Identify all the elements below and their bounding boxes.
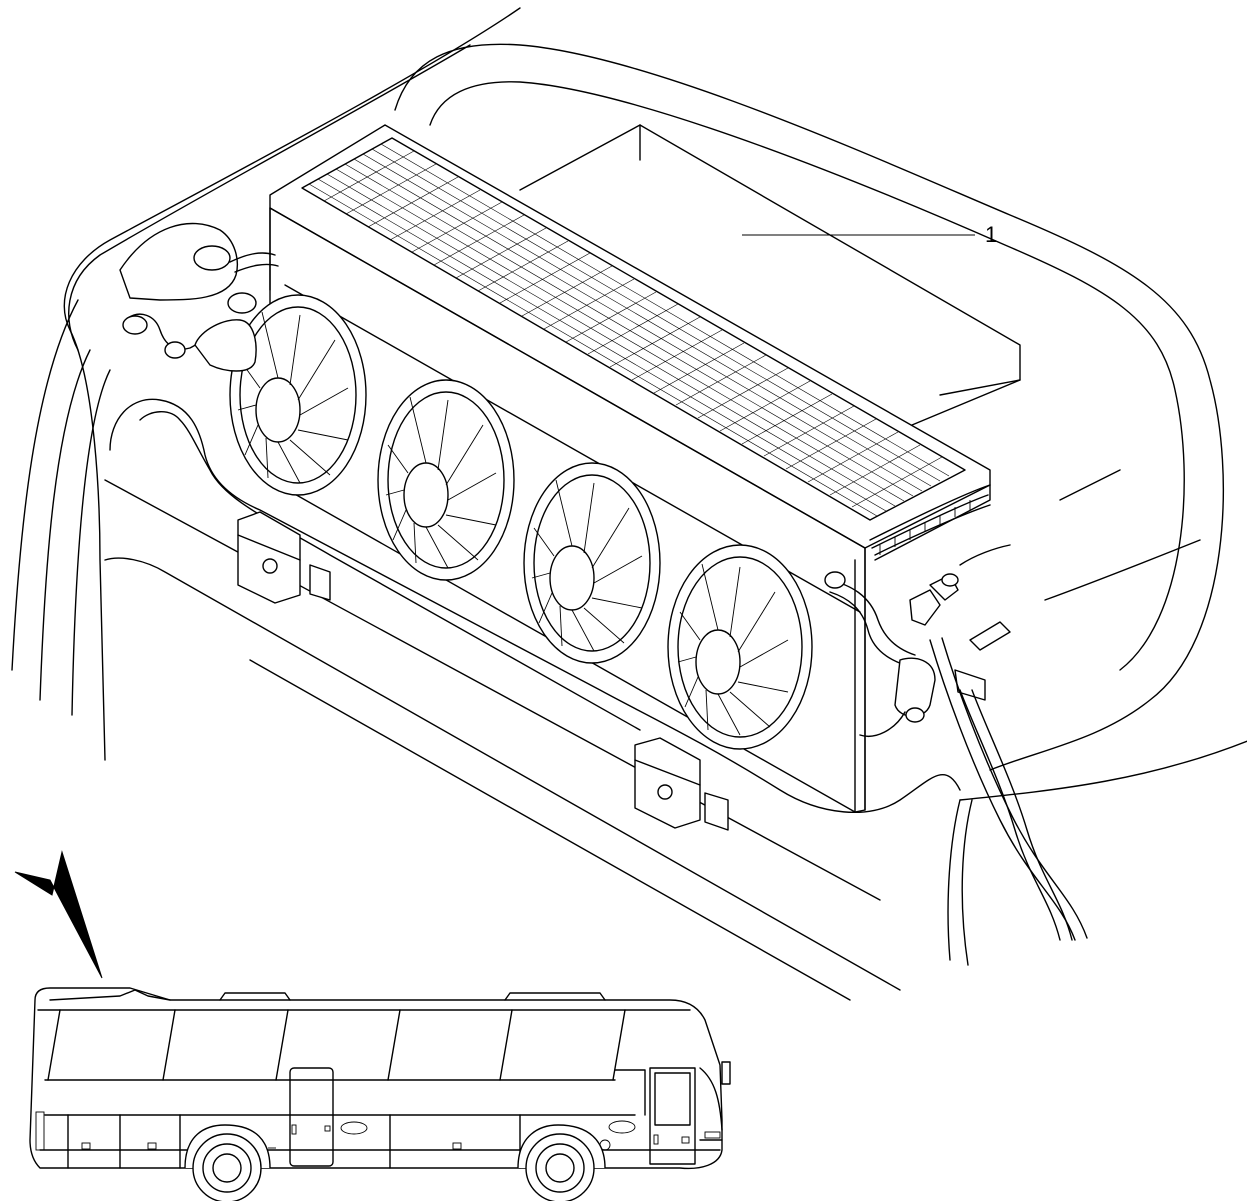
view-arrow	[14, 850, 103, 979]
callout-1-label: 1	[985, 222, 997, 247]
roof-body-outline	[11, 7, 1247, 1001]
mounting-bracket-left	[237, 511, 331, 604]
condenser-fan-2	[377, 379, 515, 581]
condenser-fan-3	[523, 462, 661, 664]
condenser-unit	[269, 124, 991, 813]
header-tube-stubs	[879, 500, 971, 555]
condenser-fan-4	[667, 544, 813, 750]
mounting-bracket-right	[634, 737, 729, 831]
condenser-fan-1	[229, 294, 367, 496]
coach-side-view	[29, 987, 731, 1201]
callout-1: 1	[742, 222, 997, 247]
condenser-coil-grid	[308, 143, 950, 517]
left-pipework	[119, 222, 279, 372]
right-pipework	[824, 544, 1088, 966]
